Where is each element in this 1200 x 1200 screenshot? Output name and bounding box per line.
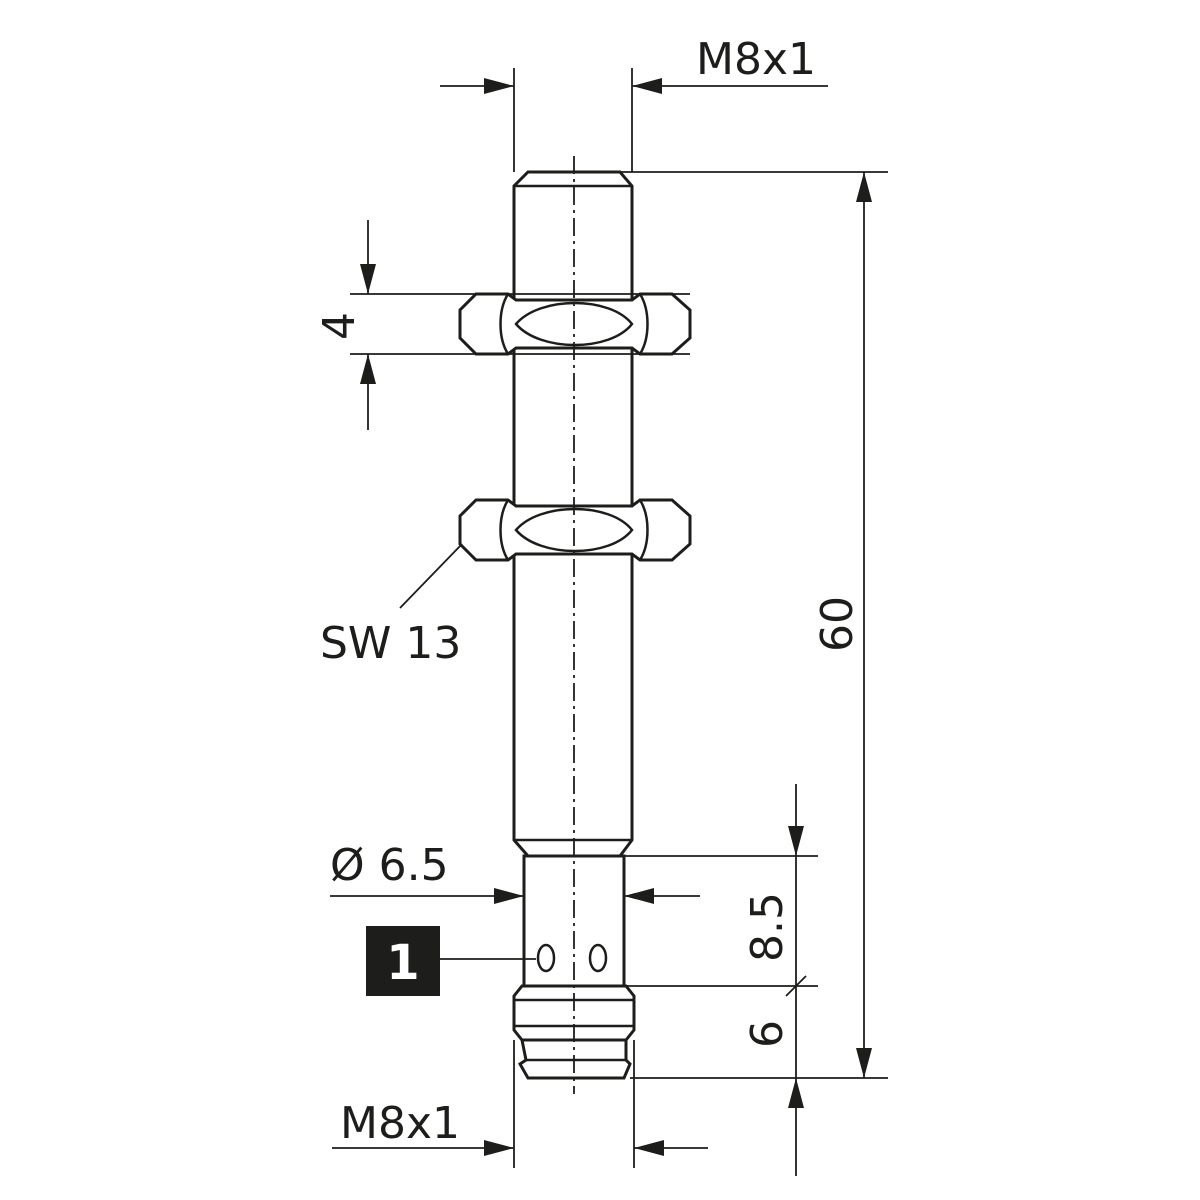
dim-led-section	[624, 784, 818, 1176]
label-total-length: 60	[812, 596, 863, 652]
leader-wrench-size	[399, 543, 463, 609]
label-diameter: Ø 6.5	[330, 840, 449, 891]
hex-nut-upper	[458, 292, 692, 356]
dim-nut-thickness	[350, 220, 460, 430]
dim-diameter	[330, 888, 700, 904]
callout-number: 1	[386, 935, 419, 991]
dim-total-length	[620, 171, 888, 1079]
connector-plug	[512, 984, 636, 1080]
dim-thread-top	[440, 68, 828, 172]
label-connector-length: 6	[742, 1020, 793, 1048]
hex-nut-lower	[458, 498, 692, 562]
label-led-section: 8.5	[742, 892, 793, 962]
callout-badge	[366, 926, 440, 996]
callout-led: 1	[366, 926, 536, 996]
label-nut-thickness: 4	[314, 312, 365, 340]
label-wrench-size: SW 13	[320, 618, 461, 669]
label-thread-top: M8x1	[696, 34, 816, 85]
dim-thread-bottom	[332, 1040, 708, 1168]
label-thread-bottom: M8x1	[340, 1098, 460, 1149]
